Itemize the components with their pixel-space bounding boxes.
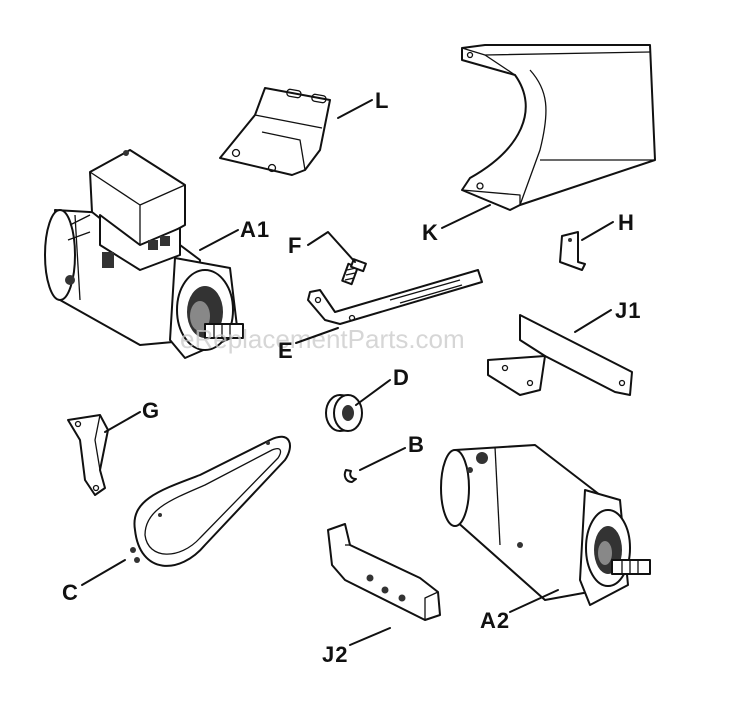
label-A1: A1 xyxy=(240,217,270,242)
label-H: H xyxy=(618,210,635,235)
part-G-bracket[interactable] xyxy=(67,414,109,496)
part-J1-bracket[interactable] xyxy=(487,314,633,396)
part-F-bolt[interactable] xyxy=(341,258,367,286)
label-L: L xyxy=(375,88,389,113)
part-K-shroud[interactable] xyxy=(461,44,656,211)
label-J1: J1 xyxy=(615,298,641,323)
label-K: K xyxy=(422,220,439,245)
label-B: B xyxy=(408,432,425,457)
part-B-key[interactable] xyxy=(343,469,357,483)
part-A2-generator[interactable] xyxy=(440,444,651,606)
part-D-pulley[interactable] xyxy=(325,394,363,432)
label-E: E xyxy=(278,338,294,363)
label-G: G xyxy=(142,398,160,423)
part-E-strap[interactable] xyxy=(307,269,483,325)
label-D: D xyxy=(393,365,410,390)
label-F: F xyxy=(288,233,302,258)
part-A1-generator[interactable] xyxy=(44,149,244,359)
part-L-bracket[interactable] xyxy=(219,87,331,176)
part-C-belt[interactable] xyxy=(130,435,291,567)
part-H-clip[interactable] xyxy=(559,231,586,271)
leader-lines xyxy=(81,99,614,646)
label-J2: J2 xyxy=(322,642,348,667)
label-C: C xyxy=(62,580,79,605)
label-A2: A2 xyxy=(480,608,510,633)
part-J2-bracket[interactable] xyxy=(327,523,441,621)
watermark-text: eReplacementParts.com xyxy=(180,324,465,354)
